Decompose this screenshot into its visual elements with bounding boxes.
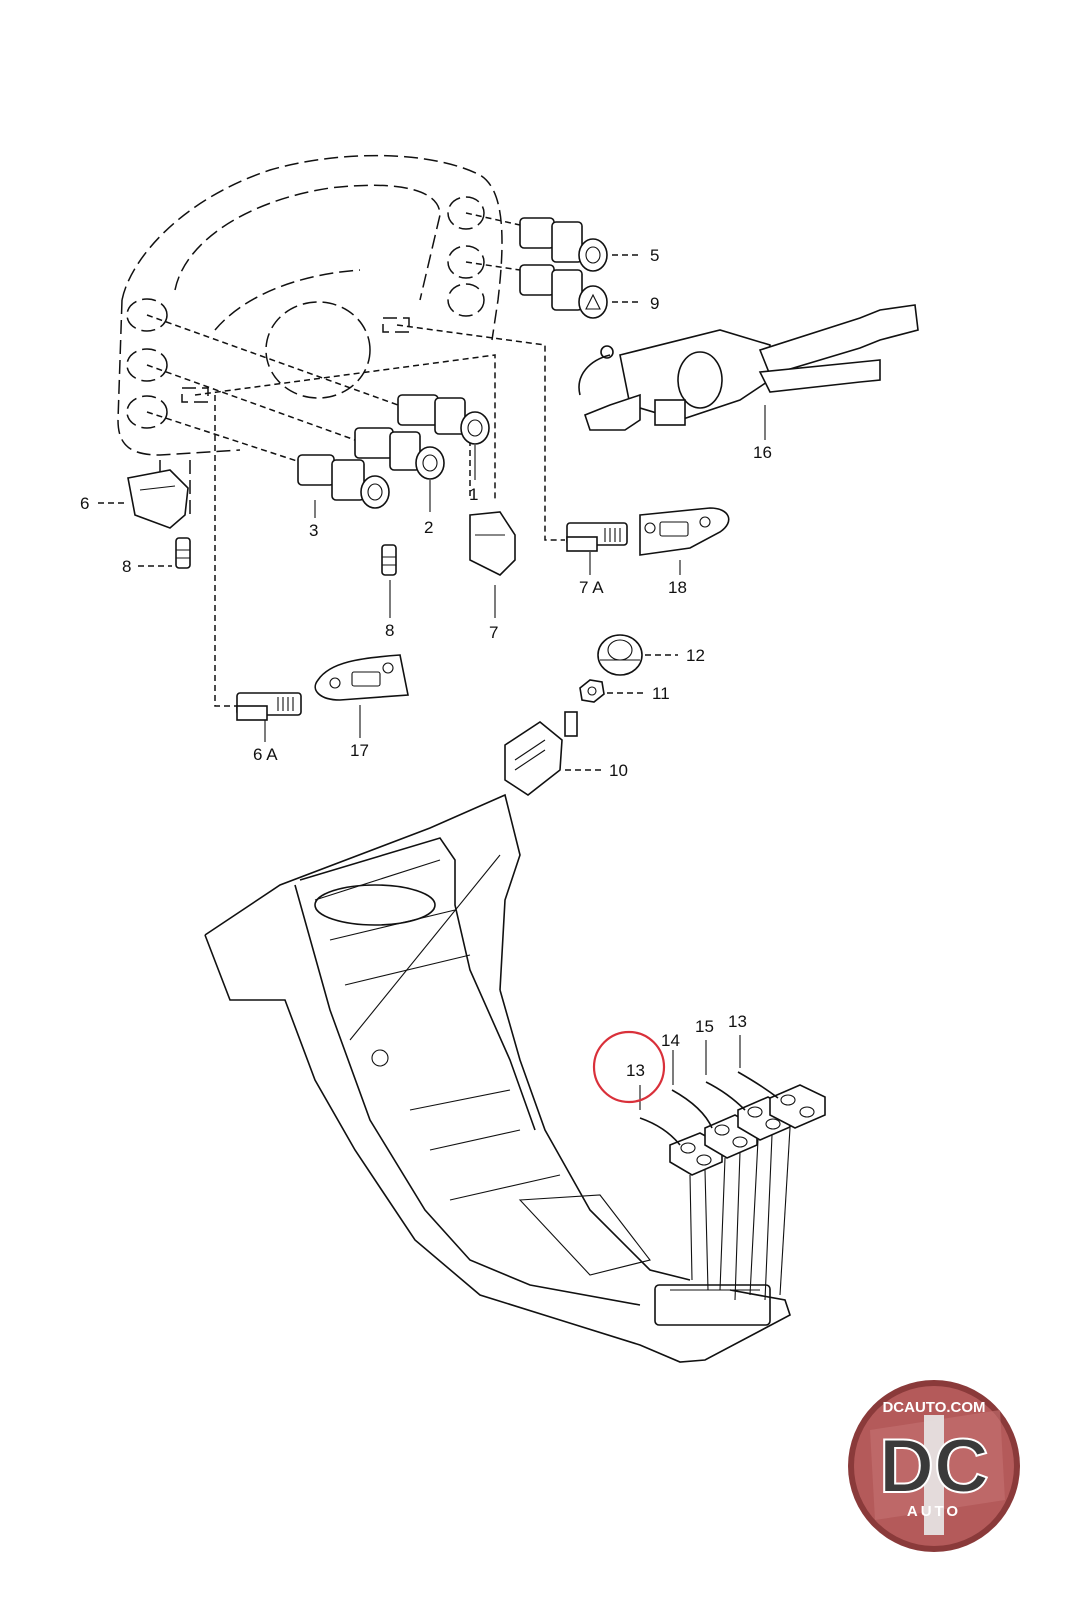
logo-url-text: DCAUTO.COM <box>882 1399 985 1416</box>
logo-auto-word: AUTO <box>907 1503 961 1520</box>
switch-part-5 <box>519 217 608 272</box>
label-part-13-right: 13 <box>728 1012 747 1031</box>
nut-part-11 <box>579 679 605 703</box>
part-labels: 5 9 16 1 2 3 6 8 8 7 7 A 18 12 11 10 6 A… <box>80 246 772 1080</box>
label-part-14: 14 <box>661 1031 680 1050</box>
label-part-7: 7 <box>489 623 498 642</box>
center-console <box>204 793 791 1363</box>
label-part-13-highlighted: 13 <box>626 1061 645 1080</box>
instrument-panel-housing <box>117 154 503 515</box>
label-part-17: 17 <box>350 741 369 760</box>
switch-part-2 <box>354 427 445 480</box>
label-part-9: 9 <box>650 294 659 313</box>
label-part-8-left: 8 <box>122 557 131 576</box>
switch-part-7a <box>566 522 628 552</box>
relay-part-6 <box>127 469 189 529</box>
label-part-5: 5 <box>650 246 659 265</box>
label-part-3: 3 <box>309 521 318 540</box>
dc-auto-logo: DCAUTO.COM DC AUTO <box>848 1380 1020 1552</box>
label-part-15: 15 <box>695 1017 714 1036</box>
label-part-8-center: 8 <box>385 621 394 640</box>
label-part-16: 16 <box>753 443 772 462</box>
label-part-11: 11 <box>652 684 670 703</box>
bulb-part-8-left <box>175 537 191 569</box>
switch-part-9 <box>519 264 608 319</box>
switch-part-6a <box>236 692 302 721</box>
switch-part-13-right <box>737 1071 826 1296</box>
relay-part-7 <box>469 511 516 576</box>
knob-part-12 <box>597 634 643 676</box>
switch-part-3 <box>297 454 390 509</box>
label-part-10: 10 <box>609 761 628 780</box>
label-part-18: 18 <box>668 578 687 597</box>
bulb-part-8-center <box>381 544 397 576</box>
label-leaders <box>98 254 766 1110</box>
label-part-12: 12 <box>686 646 705 665</box>
switch-part-1 <box>397 394 490 445</box>
switch-part-10 <box>504 711 578 796</box>
trim-panel-18 <box>639 507 730 556</box>
label-part-1: 1 <box>469 485 478 504</box>
combination-switch-16 <box>578 304 919 431</box>
label-part-2: 2 <box>424 518 433 537</box>
label-part-6a: 6 A <box>253 745 278 764</box>
logo-dc-letters: DC <box>879 1424 989 1509</box>
label-part-7a: 7 A <box>579 578 604 597</box>
highlight-circle <box>592 1030 666 1104</box>
label-part-6: 6 <box>80 494 89 513</box>
leader-lines-panel <box>146 212 565 707</box>
trim-panel-17 <box>314 654 409 701</box>
